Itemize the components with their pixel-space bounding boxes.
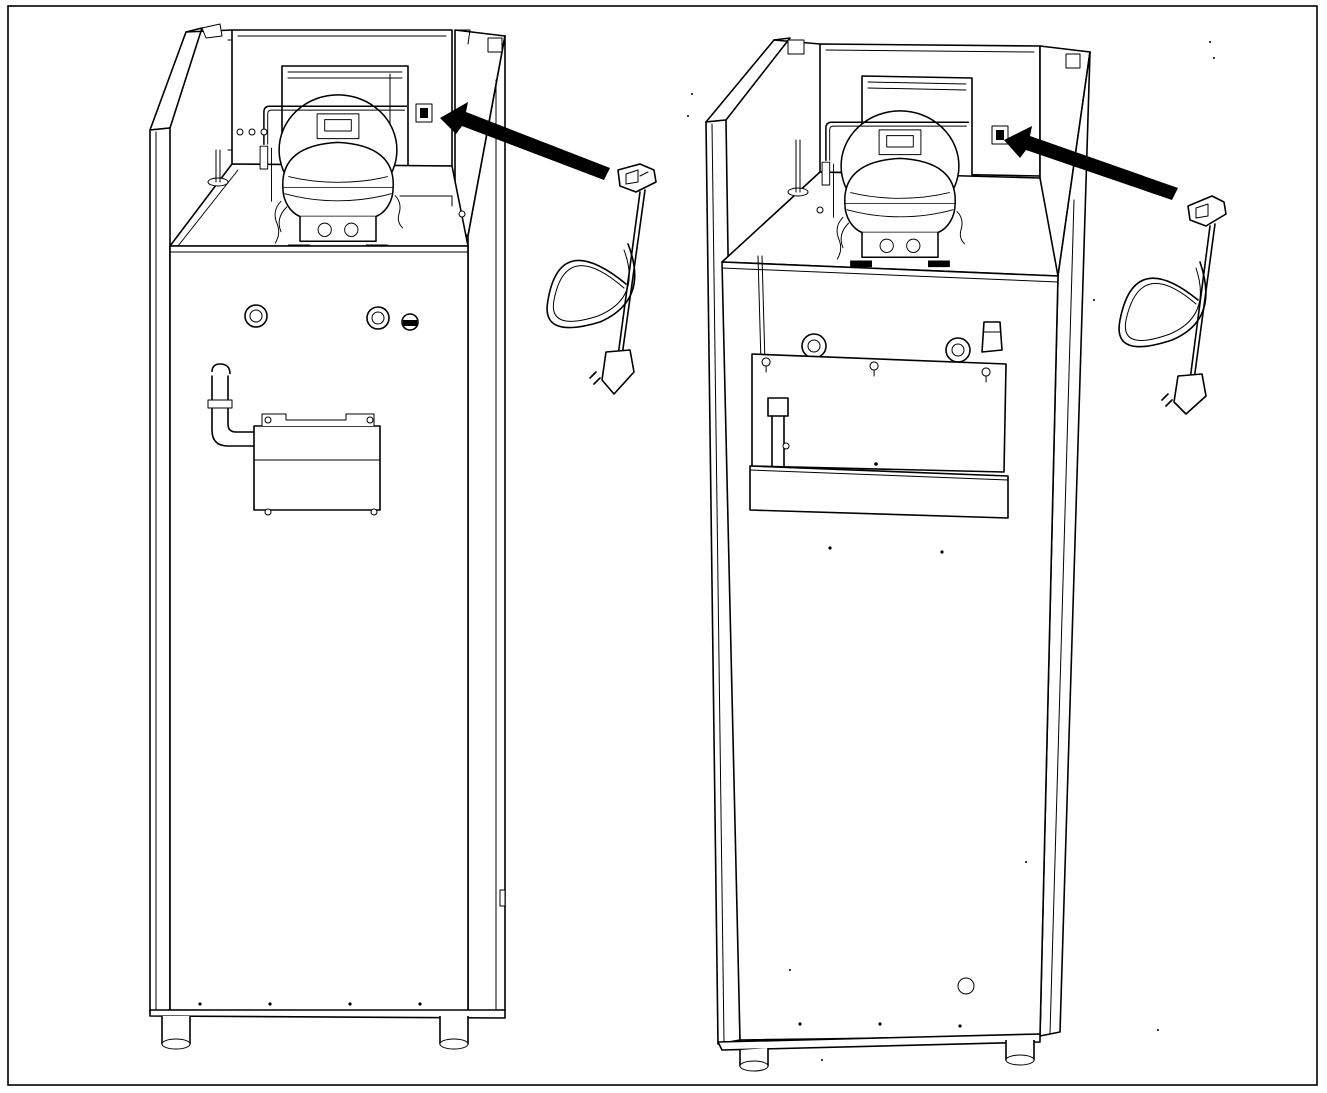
left-side-panel — [149, 127, 171, 1013]
power-cord-plug-icon — [1118, 195, 1227, 415]
appliance-rear-view-left — [149, 23, 506, 1050]
service-hole — [957, 977, 975, 995]
drain-box — [253, 425, 381, 511]
callout-left — [440, 102, 657, 395]
callout-right — [1004, 126, 1227, 415]
drip-tray — [749, 465, 1009, 519]
stray-marks — [687, 41, 1215, 1061]
arrow-to-mains-socket — [440, 102, 610, 180]
figure-border — [7, 5, 1318, 1086]
drain-pipe — [211, 363, 231, 375]
left-side-rail — [149, 27, 203, 131]
cable-grommet — [981, 321, 1003, 353]
mounting-panel — [751, 353, 1007, 473]
rear-panel — [169, 245, 469, 1013]
drain-pipe — [767, 397, 789, 417]
power-cord-plug-icon — [546, 163, 657, 395]
appliance-rear-view-right — [705, 37, 1091, 1072]
arrow-to-mains-socket — [1004, 126, 1178, 200]
left-side-rail — [705, 37, 791, 123]
